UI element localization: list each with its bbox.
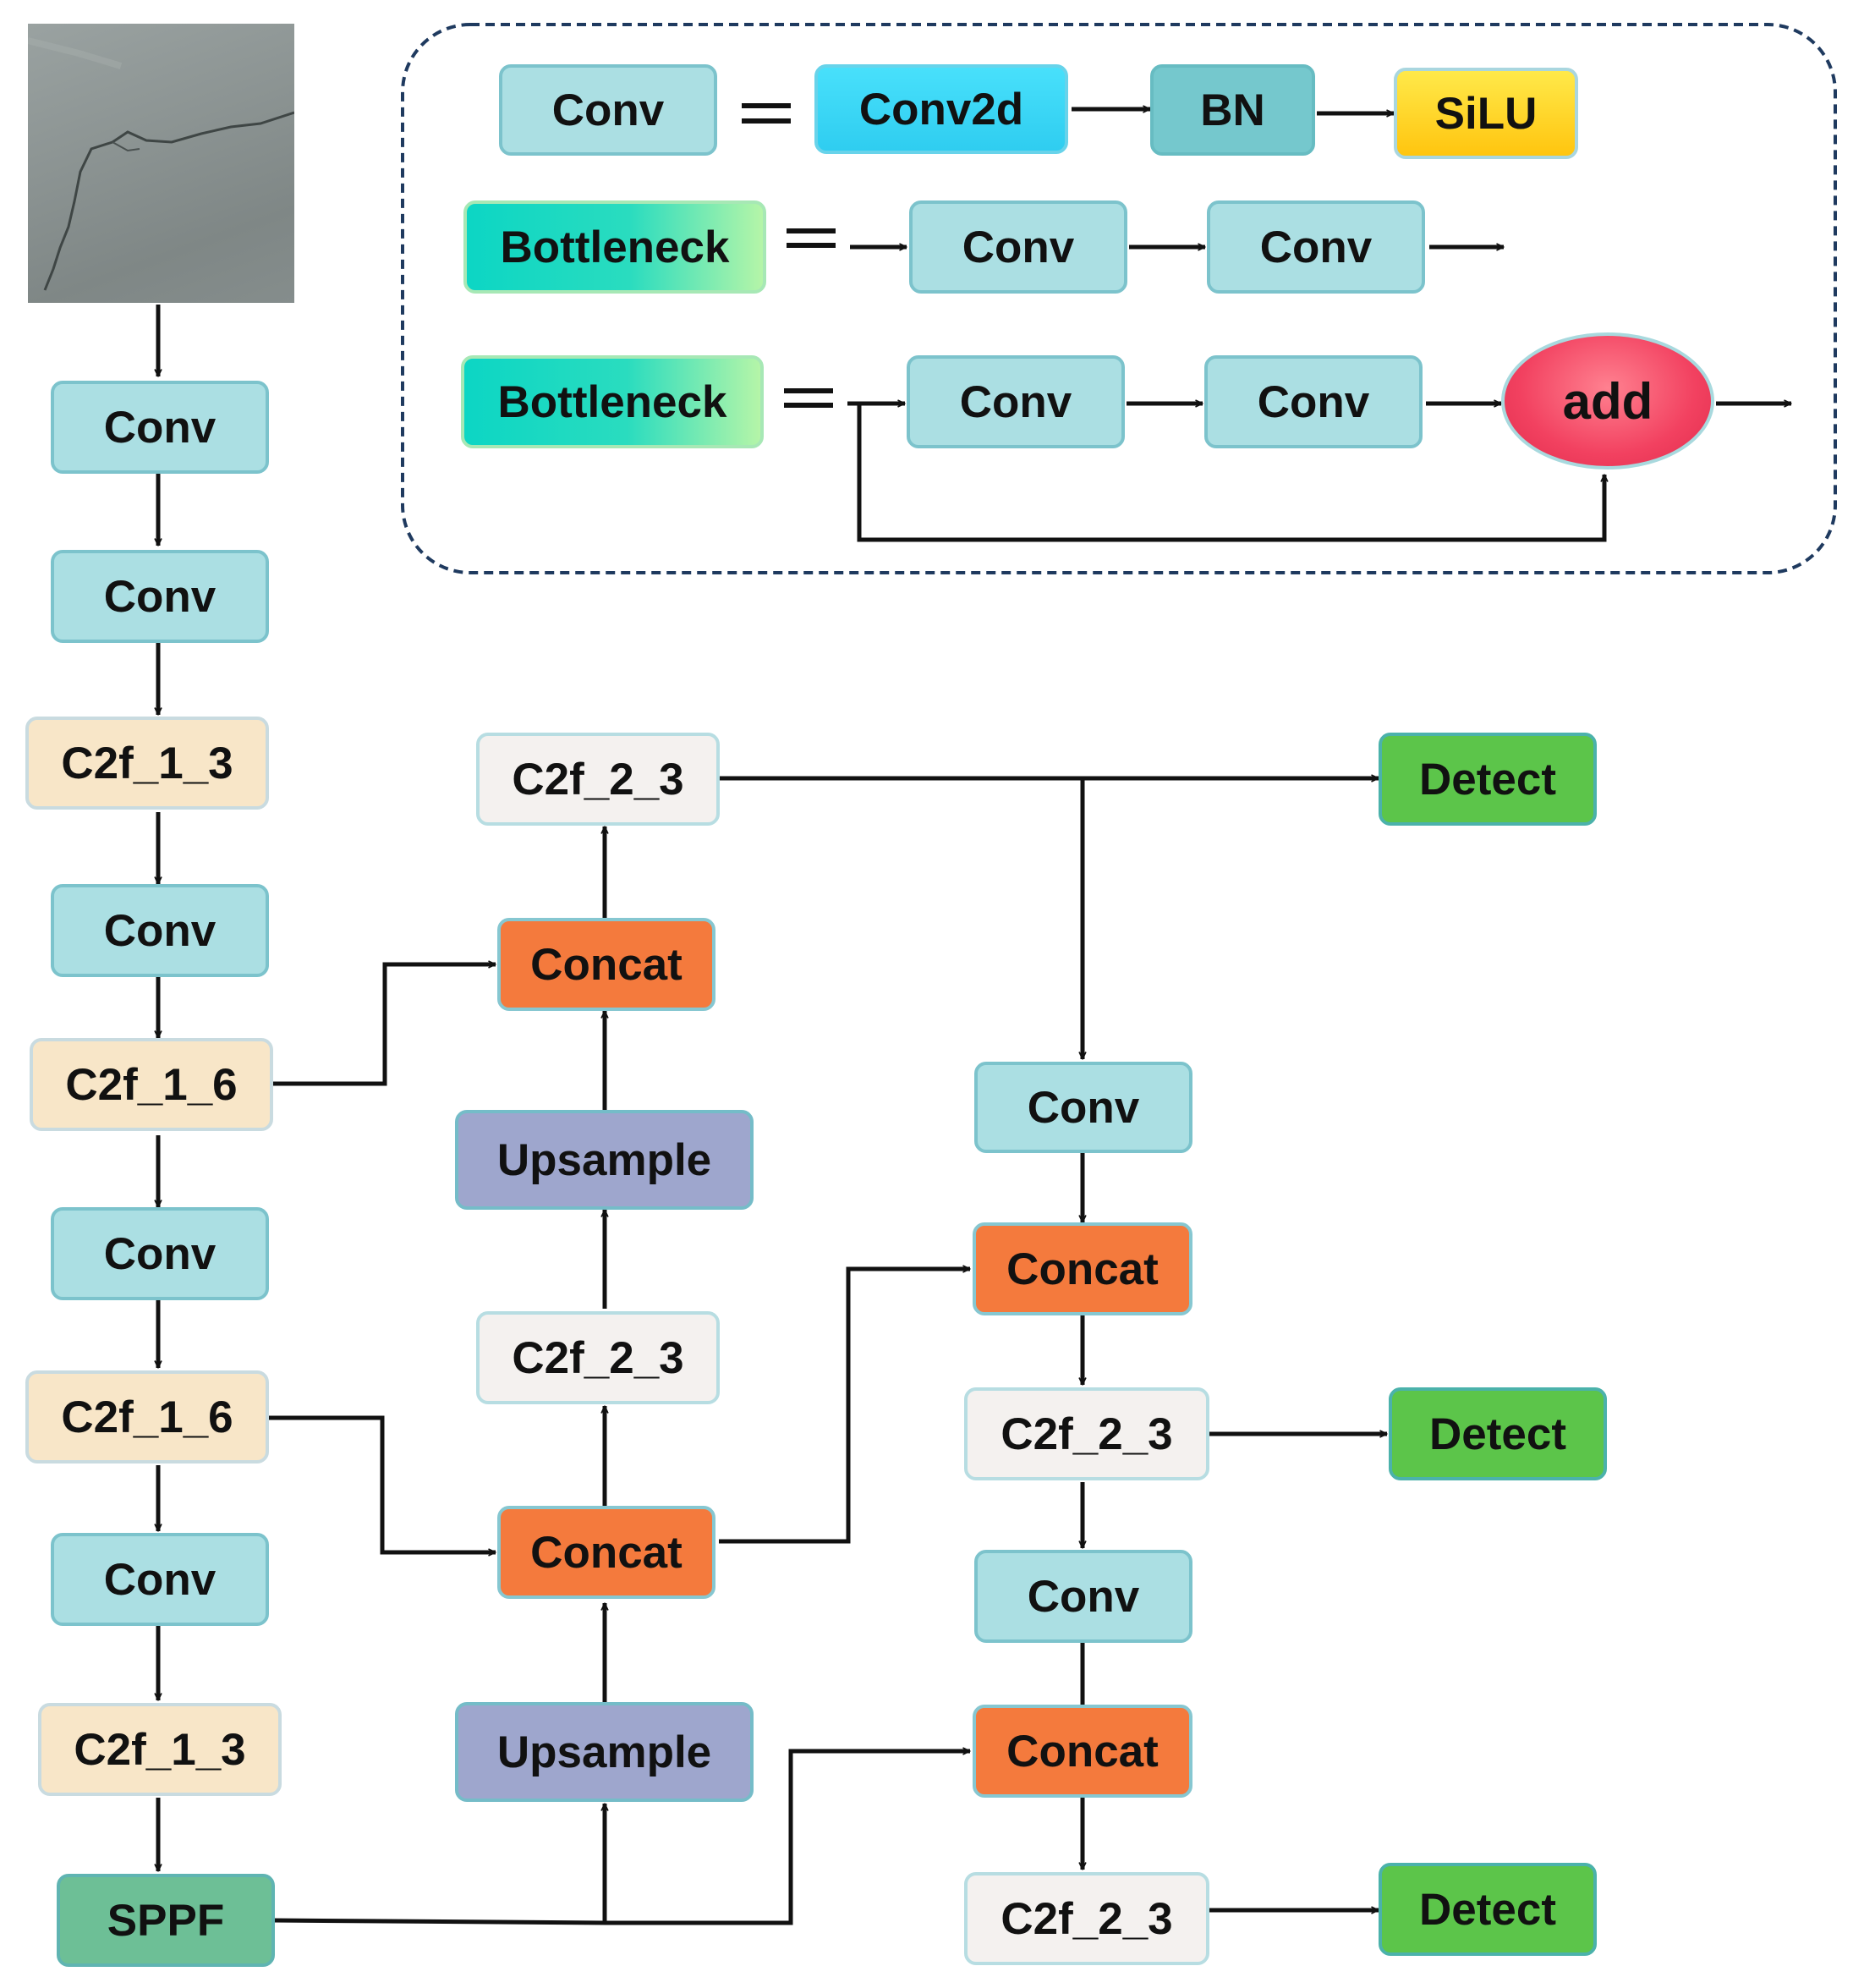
arrow-concatbottom-concat1 (719, 1269, 970, 1544)
detect-head-1: Detect (1379, 733, 1597, 826)
legend-bottleneck-1: Bottleneck (463, 200, 766, 294)
equals-text-3: = (0, 0, 1, 1)
detect-head-3: Detect (1379, 1863, 1597, 1956)
legend-conv: Conv (499, 64, 717, 156)
backbone-conv-1: Conv (51, 381, 269, 474)
neck-upsample-top: Upsample (455, 1110, 754, 1210)
legend-bn: BN (1150, 64, 1315, 156)
backbone-conv-2: Conv (51, 550, 269, 643)
legend-bottleneck-1-conv-2: Conv (1207, 200, 1425, 294)
equals-text-2: = (0, 0, 1, 1)
pan-conv-1: Conv (974, 1062, 1192, 1153)
pan-concat-2: Concat (973, 1705, 1192, 1798)
legend-bottleneck-2: Bottleneck (461, 355, 764, 448)
neck-c2f-top: C2f_2_3 (476, 733, 720, 826)
arrow-c2f3-concatbottom (269, 1415, 496, 1552)
crack-icon (28, 37, 294, 291)
neck-upsample-bottom: Upsample (455, 1702, 754, 1802)
backbone-c2f-2: C2f_1_6 (30, 1038, 273, 1131)
backbone-conv-5: Conv (51, 1533, 269, 1626)
pan-c2f-1: C2f_2_3 (964, 1387, 1209, 1480)
pan-concat-1: Concat (973, 1222, 1192, 1315)
legend-add: add (1501, 332, 1714, 470)
legend-bottleneck-2-conv-1: Conv (907, 355, 1125, 448)
backbone-c2f-3: C2f_1_6 (25, 1370, 269, 1464)
backbone-conv-4: Conv (51, 1207, 269, 1300)
pan-conv-2: Conv (974, 1550, 1192, 1643)
pan-c2f-2: C2f_2_3 (964, 1872, 1209, 1965)
input-image-crack (28, 24, 294, 303)
equals-sign-3 (784, 388, 833, 408)
neck-concat-bottom: Concat (497, 1506, 715, 1599)
legend-frame (401, 23, 1837, 574)
arrow-c2f2-concattop (272, 964, 496, 1086)
neck-concat-top: Concat (497, 918, 715, 1011)
legend-bottleneck-1-conv-1: Conv (909, 200, 1127, 294)
arrow-sppf-upsamplebottom (271, 1804, 605, 1925)
backbone-conv-3: Conv (51, 884, 269, 977)
backbone-sppf: SPPF (57, 1874, 275, 1967)
legend-silu: SiLU (1394, 68, 1578, 159)
detect-head-2: Detect (1389, 1387, 1607, 1480)
legend-conv2d: Conv2d (814, 64, 1068, 154)
equals-sign-1 (742, 103, 791, 124)
neck-c2f-mid: C2f_2_3 (476, 1311, 720, 1404)
arrow-sppf-concat3 (605, 1751, 970, 1925)
equals-text-1: = (0, 0, 1, 1)
legend-bottleneck-2-conv-2: Conv (1204, 355, 1423, 448)
backbone-c2f-1: C2f_1_3 (25, 717, 269, 810)
backbone-c2f-4: C2f_1_3 (38, 1703, 282, 1796)
legend-arrow-shortcut (857, 404, 1604, 542)
equals-sign-2 (787, 228, 836, 248)
